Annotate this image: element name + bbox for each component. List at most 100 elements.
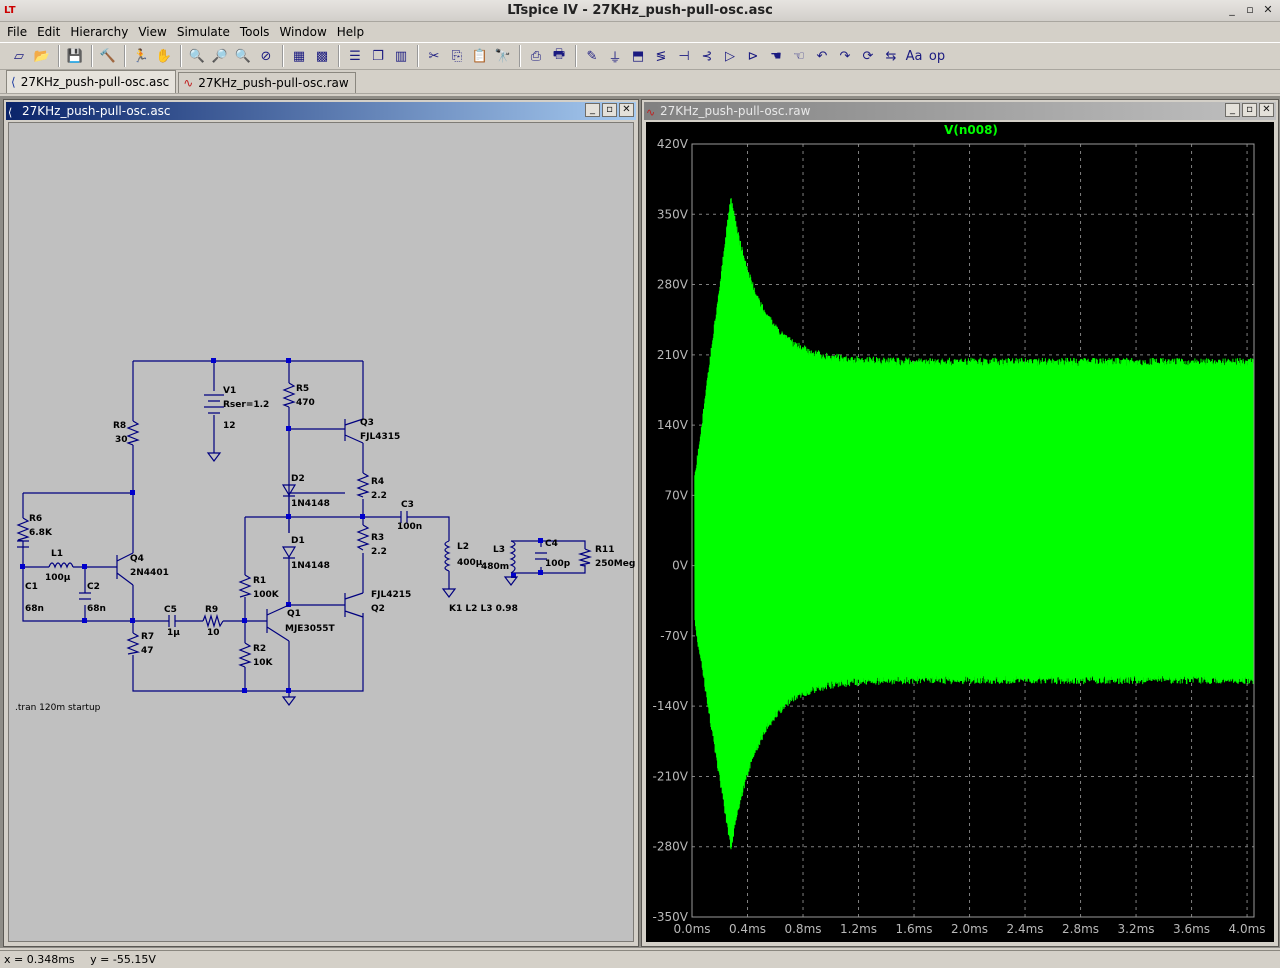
wire-icon[interactable]: ✎ <box>586 48 598 64</box>
capacitor-icon[interactable]: ⊣ <box>678 48 690 64</box>
run-icon[interactable]: 🏃 <box>132 48 150 64</box>
l2-name-label: L2 <box>457 542 469 552</box>
menu-help[interactable]: Help <box>336 25 365 39</box>
close-button[interactable]: ✕ <box>1259 103 1274 117</box>
paste-icon[interactable]: 📋 <box>471 48 489 64</box>
waveform-icon: ∿ <box>183 76 194 90</box>
cut-icon[interactable]: ✂ <box>428 48 440 64</box>
open-icon[interactable]: 📂 <box>33 48 51 64</box>
inductor-icon[interactable]: ⊰ <box>701 48 713 64</box>
waveform-icon: ∿ <box>646 106 656 119</box>
y-tick-label: 70V <box>665 488 689 502</box>
menu-bar: File Edit Hierarchy View Simulate Tools Window… <box>0 22 1280 42</box>
resistor-icon[interactable]: ≶ <box>655 48 667 64</box>
waveform-chart: V(n008) 420V350V280V210V140V70V0V-70V-14… <box>653 123 1266 936</box>
component-icon[interactable]: ⊳ <box>747 48 759 64</box>
spice-directive-icon[interactable]: op <box>928 48 946 64</box>
l1-value-label: 100µ <box>45 573 71 583</box>
schematic-window: ⟨ 27KHz_push-pull-osc.asc _ ▫ ✕ <box>3 99 639 947</box>
r3-value-label: 2.2 <box>371 547 387 557</box>
halt-icon[interactable]: ✋ <box>155 48 173 64</box>
cursor-x-readout: x = 0.348ms <box>4 953 75 966</box>
copy-icon[interactable]: ⎘ <box>451 48 463 64</box>
move-icon[interactable]: ☚ <box>770 48 782 64</box>
x-tick-label: 3.6ms <box>1173 922 1210 936</box>
minimize-button[interactable]: _ <box>1225 103 1240 117</box>
y-tick-label: -350V <box>653 910 689 924</box>
r8-value-label: 30 <box>115 435 128 445</box>
tab-label: 27KHz_push-pull-osc.raw <box>198 76 349 90</box>
zoom-pan-icon[interactable]: 🔎 <box>211 48 229 64</box>
waveform-window-caption[interactable]: ∿ 27KHz_push-pull-osc.raw _ ▫ ✕ <box>644 102 1276 120</box>
print-icon[interactable]: 🖶 <box>552 47 566 62</box>
app-icon: LT <box>4 5 16 16</box>
menu-file[interactable]: File <box>7 25 28 39</box>
menu-edit[interactable]: Edit <box>37 25 61 39</box>
minimize-button[interactable]: _ <box>1229 3 1235 16</box>
redo-icon[interactable]: ↷ <box>839 48 851 64</box>
mirror-icon[interactable]: ⇆ <box>885 48 897 64</box>
grid-icon[interactable]: ▩ <box>315 48 329 64</box>
waveform-window: ∿ 27KHz_push-pull-osc.raw _ ▫ ✕ V(n008) … <box>641 99 1279 947</box>
d2-name-label: D2 <box>291 474 305 484</box>
drag-icon[interactable]: ☜ <box>793 48 805 64</box>
trace-label[interactable]: V(n008) <box>944 123 998 137</box>
zoom-fit-icon[interactable]: ⊘ <box>260 48 272 64</box>
schematic-drawing: V1 Rser=1.2 12 R5 470 R8 30 Q3 FJL4315 R… <box>15 358 635 713</box>
r6-value-label: 6.8K <box>29 528 53 538</box>
label-icon[interactable]: ⬒ <box>631 48 645 64</box>
close-button[interactable]: ✕ <box>1263 3 1273 16</box>
tab-schematic[interactable]: ⟨ 27KHz_push-pull-osc.asc <box>6 70 177 93</box>
c1-name-label: C1 <box>25 582 38 592</box>
save-icon[interactable]: 💾 <box>66 48 84 64</box>
spice-directive[interactable]: .tran 120m startup <box>15 703 101 713</box>
text-icon[interactable]: Aa <box>905 48 923 64</box>
maximize-button[interactable]: ▫ <box>1242 103 1257 117</box>
c4-value-label: 100p <box>545 559 571 569</box>
menu-window[interactable]: Window <box>279 25 327 39</box>
zoom-in-icon[interactable]: 🔍 <box>188 48 206 64</box>
r4-value-label: 2.2 <box>371 491 387 501</box>
diode-icon[interactable]: ▷ <box>725 48 735 64</box>
menu-simulate[interactable]: Simulate <box>176 25 230 39</box>
q2-name-label: Q2 <box>371 604 385 614</box>
window-title: LTspice IV - 27KHz_push-pull-osc.asc <box>507 3 773 18</box>
menu-tools[interactable]: Tools <box>239 25 270 39</box>
x-tick-label: 1.6ms <box>896 922 933 936</box>
undo-icon[interactable]: ↶ <box>816 48 828 64</box>
c1-value-label: 68n <box>25 604 44 614</box>
control-panel-icon[interactable]: 🔨 <box>99 48 117 64</box>
maximize-button[interactable]: ▫ <box>1246 3 1254 16</box>
menu-view[interactable]: View <box>138 25 167 39</box>
schematic-window-caption[interactable]: ⟨ 27KHz_push-pull-osc.asc _ ▫ ✕ <box>6 102 636 120</box>
q1-name-label: Q1 <box>287 609 301 619</box>
status-bar: x = 0.348ms y = -55.15V <box>0 950 1280 968</box>
tab-waveform[interactable]: ∿ 27KHz_push-pull-osc.raw <box>178 72 356 93</box>
r2-name-label: R2 <box>253 644 266 654</box>
tile-vertical-icon[interactable]: ▥ <box>394 48 408 64</box>
q4-name-label: Q4 <box>130 554 144 564</box>
cascade-icon[interactable]: ❐ <box>372 48 384 64</box>
tile-horizontal-icon[interactable]: ☰ <box>349 48 361 64</box>
x-tick-label: 2.0ms <box>951 922 988 936</box>
d1-name-label: D1 <box>291 536 305 546</box>
find-icon[interactable]: 🔭 <box>494 48 512 64</box>
y-tick-label: 210V <box>657 348 689 362</box>
maximize-button[interactable]: ▫ <box>602 103 617 117</box>
ground-icon[interactable]: ⏚ <box>608 50 622 66</box>
autorange-icon[interactable]: ▦ <box>292 48 306 64</box>
r4-name-label: R4 <box>371 477 384 487</box>
print-setup-icon[interactable]: ⎙ <box>530 48 542 64</box>
schematic-canvas[interactable]: V1 Rser=1.2 12 R5 470 R8 30 Q3 FJL4315 R… <box>8 122 635 942</box>
rotate-icon[interactable]: ⟳ <box>862 48 874 64</box>
c5-value-label: 1µ <box>167 628 180 638</box>
close-button[interactable]: ✕ <box>619 103 634 117</box>
new-schematic-icon[interactable]: ▱ <box>14 48 24 64</box>
c2-value-label: 68n <box>87 604 106 614</box>
menu-hierarchy[interactable]: Hierarchy <box>70 25 129 39</box>
minimize-button[interactable]: _ <box>585 103 600 117</box>
zoom-out-icon[interactable]: 🔍 <box>234 48 252 64</box>
